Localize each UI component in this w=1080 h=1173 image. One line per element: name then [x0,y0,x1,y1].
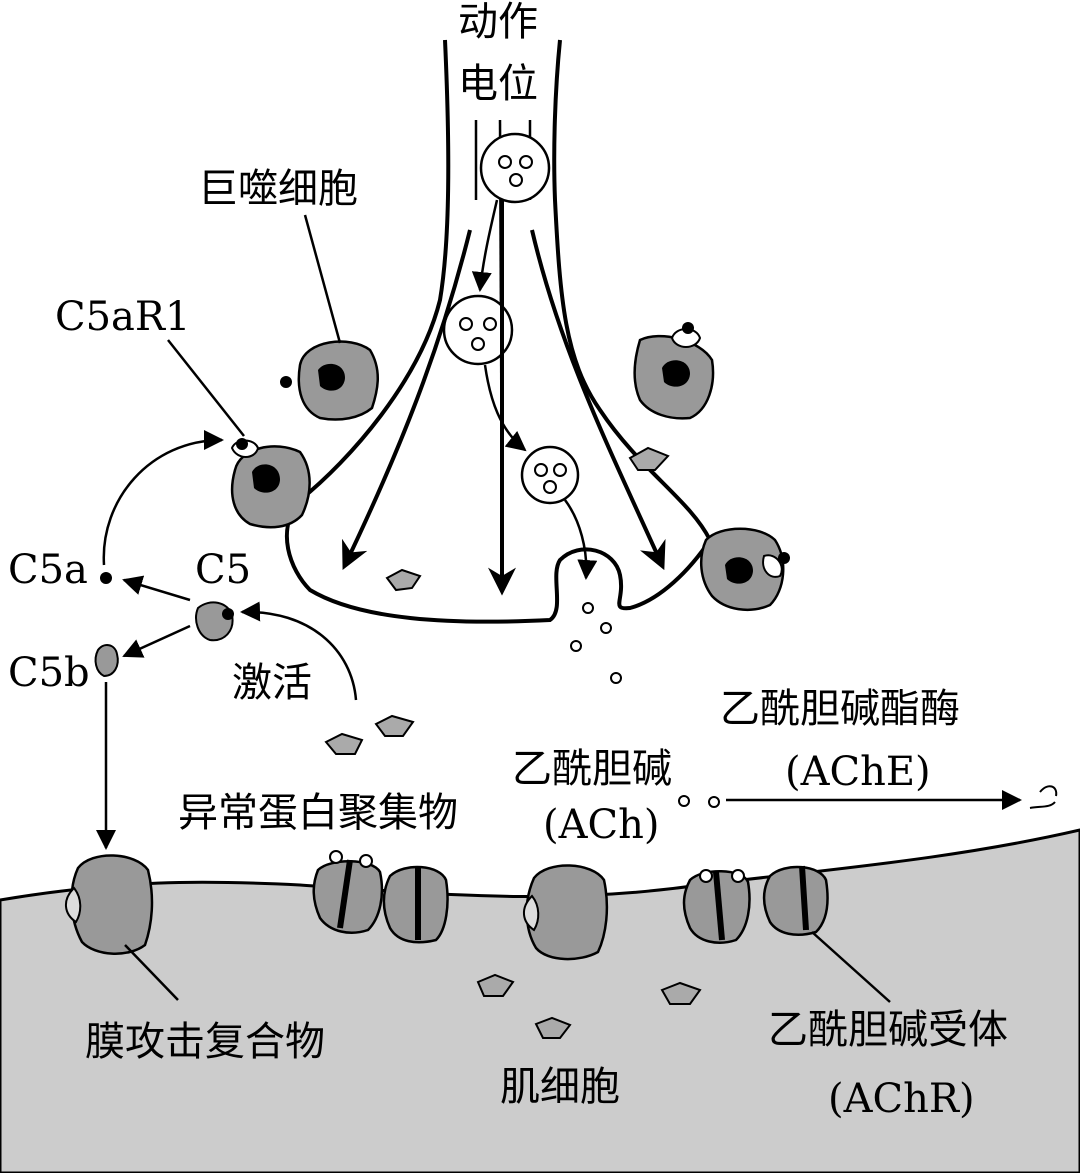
vesicle-2 [442,294,514,366]
label-c5: C5 [195,547,251,593]
macrophage-top-left [280,340,379,421]
achr-1-bound [312,850,384,934]
released-ach [570,602,720,808]
label-ache-line1: 乙酰胆碱酯酶 [720,686,960,732]
arrow-c5a-to-receptor [102,430,224,566]
leader-mac [124,944,179,1001]
achr-4 [762,865,829,936]
c5-molecule [195,601,234,642]
c5-dot [222,608,234,620]
macrophage-bottom-right [699,527,790,612]
macrophage-top-right [633,322,715,420]
label-macrophage: 巨噬细胞 [198,166,358,212]
label-action-potential-line1: 动作 [458,0,538,45]
arrow-c5-to-c5b [122,624,191,658]
vesicle-arrow-3 [563,499,598,580]
vesicle-3 [520,445,580,505]
membrane-attack-complex [65,854,154,955]
label-ache-line2: (AChE) [785,749,931,795]
achr-2 [382,865,449,944]
vesicle-1 [479,132,551,204]
protein-aggregates [324,446,702,1039]
label-ach-line2: (ACh) [543,802,659,848]
label-muscle-cell: 肌细胞 [500,1064,620,1110]
ap-arrow-left [342,229,472,571]
label-c5b: C5b [8,650,90,696]
macrophage-c5ar1 [230,438,311,529]
label-mac: 膜攻击复合物 [85,1019,325,1065]
label-aggregates: 异常蛋白聚集物 [178,790,458,836]
vesicle-arrow-1 [471,199,499,292]
label-c5a: C5a [8,547,88,593]
label-c5ar1: C5aR1 [55,294,190,340]
membrane-attack-complex-2 [523,864,609,961]
ap-arrow-right [530,229,666,571]
arrow-c5-to-c5a [122,575,191,602]
arrow-activation [240,601,358,701]
leader-c5ar1 [167,339,245,437]
label-ach-line1: 乙酰胆碱 [512,746,672,792]
nerve-terminal [284,39,713,624]
label-achr-line1: 乙酰胆碱受体 [768,1007,1008,1053]
degraded-ach [1029,785,1058,809]
label-achr-line2: (AChR) [828,1076,975,1122]
label-activate: 激活 [232,660,312,706]
leader-achr [811,931,891,1003]
c5b-molecule [94,644,119,678]
achr-3-bound [682,869,751,944]
c5a-dot [100,572,112,584]
label-action-potential-line2: 电位 [458,61,538,107]
leader-macrophage [303,214,342,344]
vesicle-arrow-2 [483,364,527,452]
